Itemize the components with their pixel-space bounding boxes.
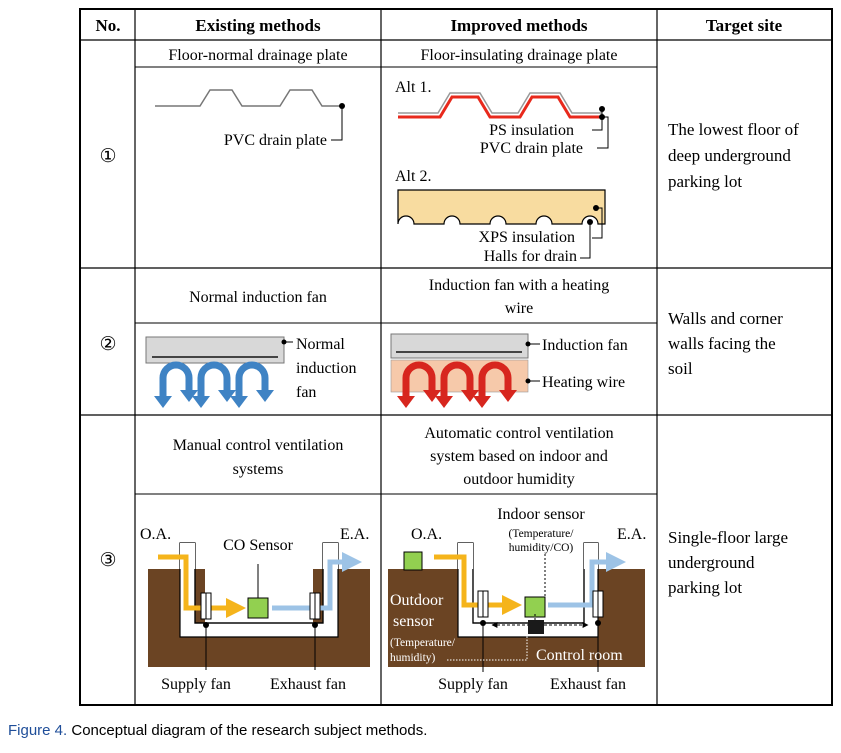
- row3-target-line-2: underground: [668, 553, 755, 572]
- row2-improved-title-2: wire: [505, 300, 533, 317]
- row2-existing-label-2: induction: [296, 360, 356, 377]
- row1-target-line-1: The lowest floor of: [668, 120, 799, 139]
- row3-existing-oa: O.A.: [140, 526, 171, 543]
- blue-airflow-arrows: [159, 361, 269, 398]
- row3-improved-supply-fan: Supply fan: [438, 676, 508, 693]
- normal-induction-fan: [145, 336, 293, 408]
- row3-outdoor-sensor-sub-1: (Temperature/: [390, 637, 456, 649]
- row2-existing-title: Normal induction fan: [189, 289, 327, 306]
- row3-target-line-3: parking lot: [668, 578, 742, 597]
- pvc-drain-plate-profile: [155, 89, 345, 141]
- row3-outdoor-sensor-sub-2: humidity): [390, 652, 436, 664]
- row-number-1: ①: [99, 146, 116, 167]
- row3-improved-title-3: outdoor humidity: [463, 471, 575, 488]
- row3-existing-exhaust-fan: Exhaust fan: [270, 676, 346, 693]
- table-grid: [79, 8, 833, 706]
- alt1-pvc-label: PVC drain plate: [480, 140, 583, 157]
- alt1-label: Alt 1.: [395, 79, 431, 96]
- row3-existing-ea: E.A.: [340, 526, 369, 543]
- red-airflow-arrows: [402, 361, 512, 398]
- alt2-xps-label: XPS insulation: [479, 229, 575, 246]
- row-number-3: ③: [99, 550, 116, 571]
- conceptual-diagram: No. Existing methods Improved methods Ta…: [79, 8, 833, 706]
- row-number-2: ②: [99, 334, 116, 355]
- row3-existing-supply-fan: Supply fan: [161, 676, 231, 693]
- induction-fan-with-heating-wire: [390, 333, 540, 408]
- row1-existing-title: Floor-normal drainage plate: [168, 47, 347, 64]
- header-target: Target site: [706, 16, 783, 35]
- row2-target-line-2: walls facing the: [668, 334, 776, 353]
- figure-caption-text: Conceptual diagram of the research subje…: [67, 722, 428, 739]
- figure-caption-label: Figure 4.: [8, 722, 68, 739]
- row2-existing-label-3: fan: [296, 384, 316, 401]
- row2-target-line-3: soil: [668, 359, 693, 378]
- alt1-ps-label: PS insulation: [489, 122, 574, 139]
- row3-improved-title-1: Automatic control ventilation: [424, 425, 613, 442]
- row1-target-line-3: parking lot: [668, 172, 742, 191]
- row3-improved-oa: O.A.: [411, 526, 442, 543]
- header-improved: Improved methods: [450, 16, 587, 35]
- row3-improved-title-2: system based on indoor and: [430, 448, 608, 465]
- row1-target-line-2: deep underground: [668, 146, 791, 165]
- row3-existing-co-sensor: CO Sensor: [223, 537, 293, 554]
- row2-improved-title-1: Induction fan with a heating: [429, 277, 609, 294]
- row3-existing-title-2: systems: [233, 461, 284, 478]
- row3-indoor-sensor-sub-1: (Temperature/: [509, 528, 575, 540]
- row3-control-room-label: Control room: [536, 647, 623, 664]
- row1-improved-title: Floor-insulating drainage plate: [421, 47, 618, 64]
- row3-indoor-sensor-sub-2: humidity/CO): [509, 542, 574, 554]
- header-no: No.: [95, 16, 120, 35]
- alt2-halls-label: Halls for drain: [484, 248, 577, 265]
- row1-existing-label: PVC drain plate: [224, 132, 327, 149]
- row3-outdoor-sensor-label-2: sensor: [393, 613, 435, 630]
- alt2-xps-insulation-plate: [397, 189, 606, 259]
- manual-ventilation-diagram: [148, 542, 370, 670]
- figure-caption: Figure 4. Conceptual diagram of the rese…: [8, 722, 427, 739]
- row3-indoor-sensor-label: Indoor sensor: [497, 506, 585, 523]
- row2-improved-label-wire: Heating wire: [542, 374, 625, 391]
- row2-existing-label-1: Normal: [296, 336, 345, 353]
- row2-improved-label-fan: Induction fan: [542, 337, 628, 354]
- row3-improved-exhaust-fan: Exhaust fan: [550, 676, 626, 693]
- automatic-ventilation-diagram: [388, 542, 645, 672]
- row3-existing-title-1: Manual control ventilation: [173, 437, 344, 454]
- alt2-label: Alt 2.: [395, 168, 431, 185]
- row3-outdoor-sensor-label-1: Outdoor: [390, 592, 444, 609]
- row2-target-line-1: Walls and corner: [668, 309, 783, 328]
- header-existing: Existing methods: [195, 16, 321, 35]
- row3-improved-ea: E.A.: [617, 526, 646, 543]
- row3-target-line-1: Single-floor large: [668, 528, 788, 547]
- alt1-ps-insulation-plate: [398, 92, 609, 149]
